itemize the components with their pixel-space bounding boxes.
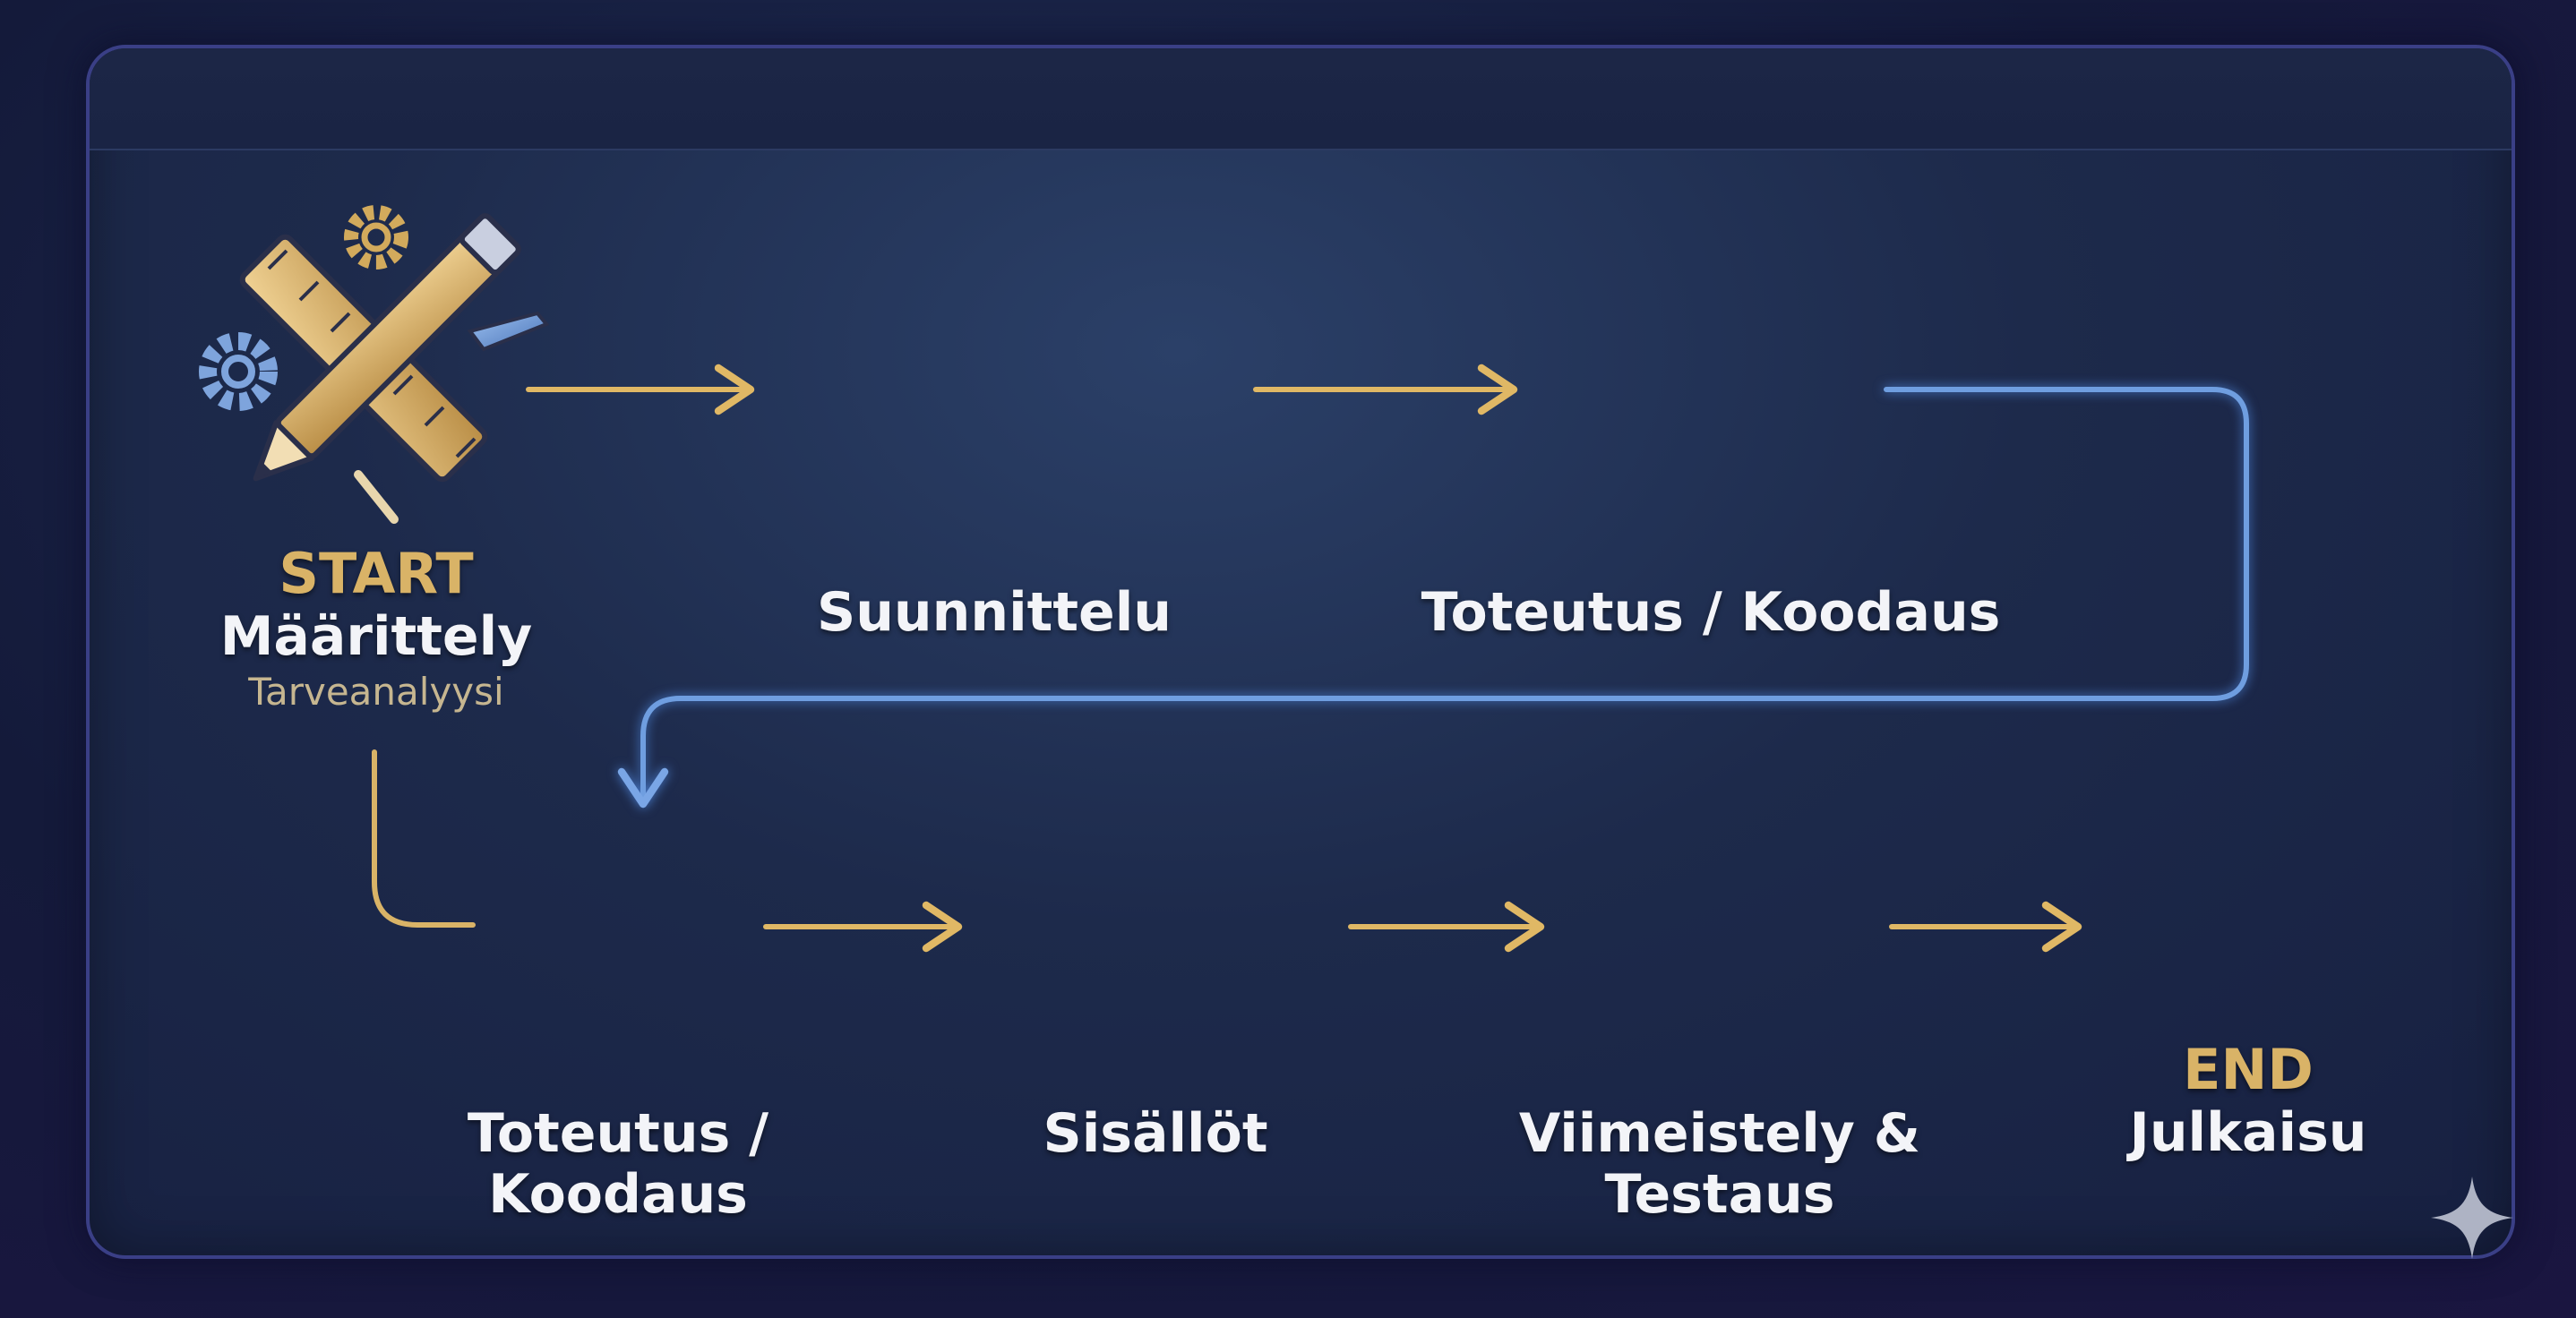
testing-title-line2: Testaus [1604, 1163, 1835, 1227]
impl-bottom-title-line1: Toteutus / [467, 1102, 769, 1165]
sparkle-icon [2431, 1177, 2513, 1259]
node-design-label: Suunnittelu [761, 581, 1227, 644]
frame-title-bar [90, 48, 2512, 150]
start-subtitle: Tarveanalyysi [248, 670, 504, 715]
node-impl-top-label: Toteutus / Koodaus [1397, 581, 2024, 644]
end-title: Julkaisu [2129, 1100, 2367, 1164]
start-tag: START [279, 541, 474, 606]
impl-bottom-title-line2: Koodaus [488, 1163, 748, 1227]
end-tag: END [2183, 1037, 2314, 1102]
connector-start-to-brush [372, 749, 476, 928]
node-impl-bottom-label: Toteutus / Koodaus [394, 1103, 842, 1226]
content-title: Sisällöt [1043, 1102, 1268, 1165]
start-title: Määrittely [219, 604, 533, 668]
impl-top-title: Toteutus / Koodaus [1421, 581, 2001, 644]
pencil-ruler-gears-icon [199, 205, 550, 524]
testing-title-line1: Viimeistely & [1518, 1102, 1921, 1165]
node-testing-label: Viimeistely & Testaus [1451, 1103, 1988, 1226]
node-content-label: Sisällöt [932, 1102, 1379, 1165]
node-start-label: START Määrittely Tarveanalyysi [170, 541, 582, 715]
arrow-impl-loop [617, 387, 2249, 809]
design-title: Suunnittelu [817, 581, 1172, 644]
node-end-label: END Julkaisu [2060, 1037, 2436, 1164]
